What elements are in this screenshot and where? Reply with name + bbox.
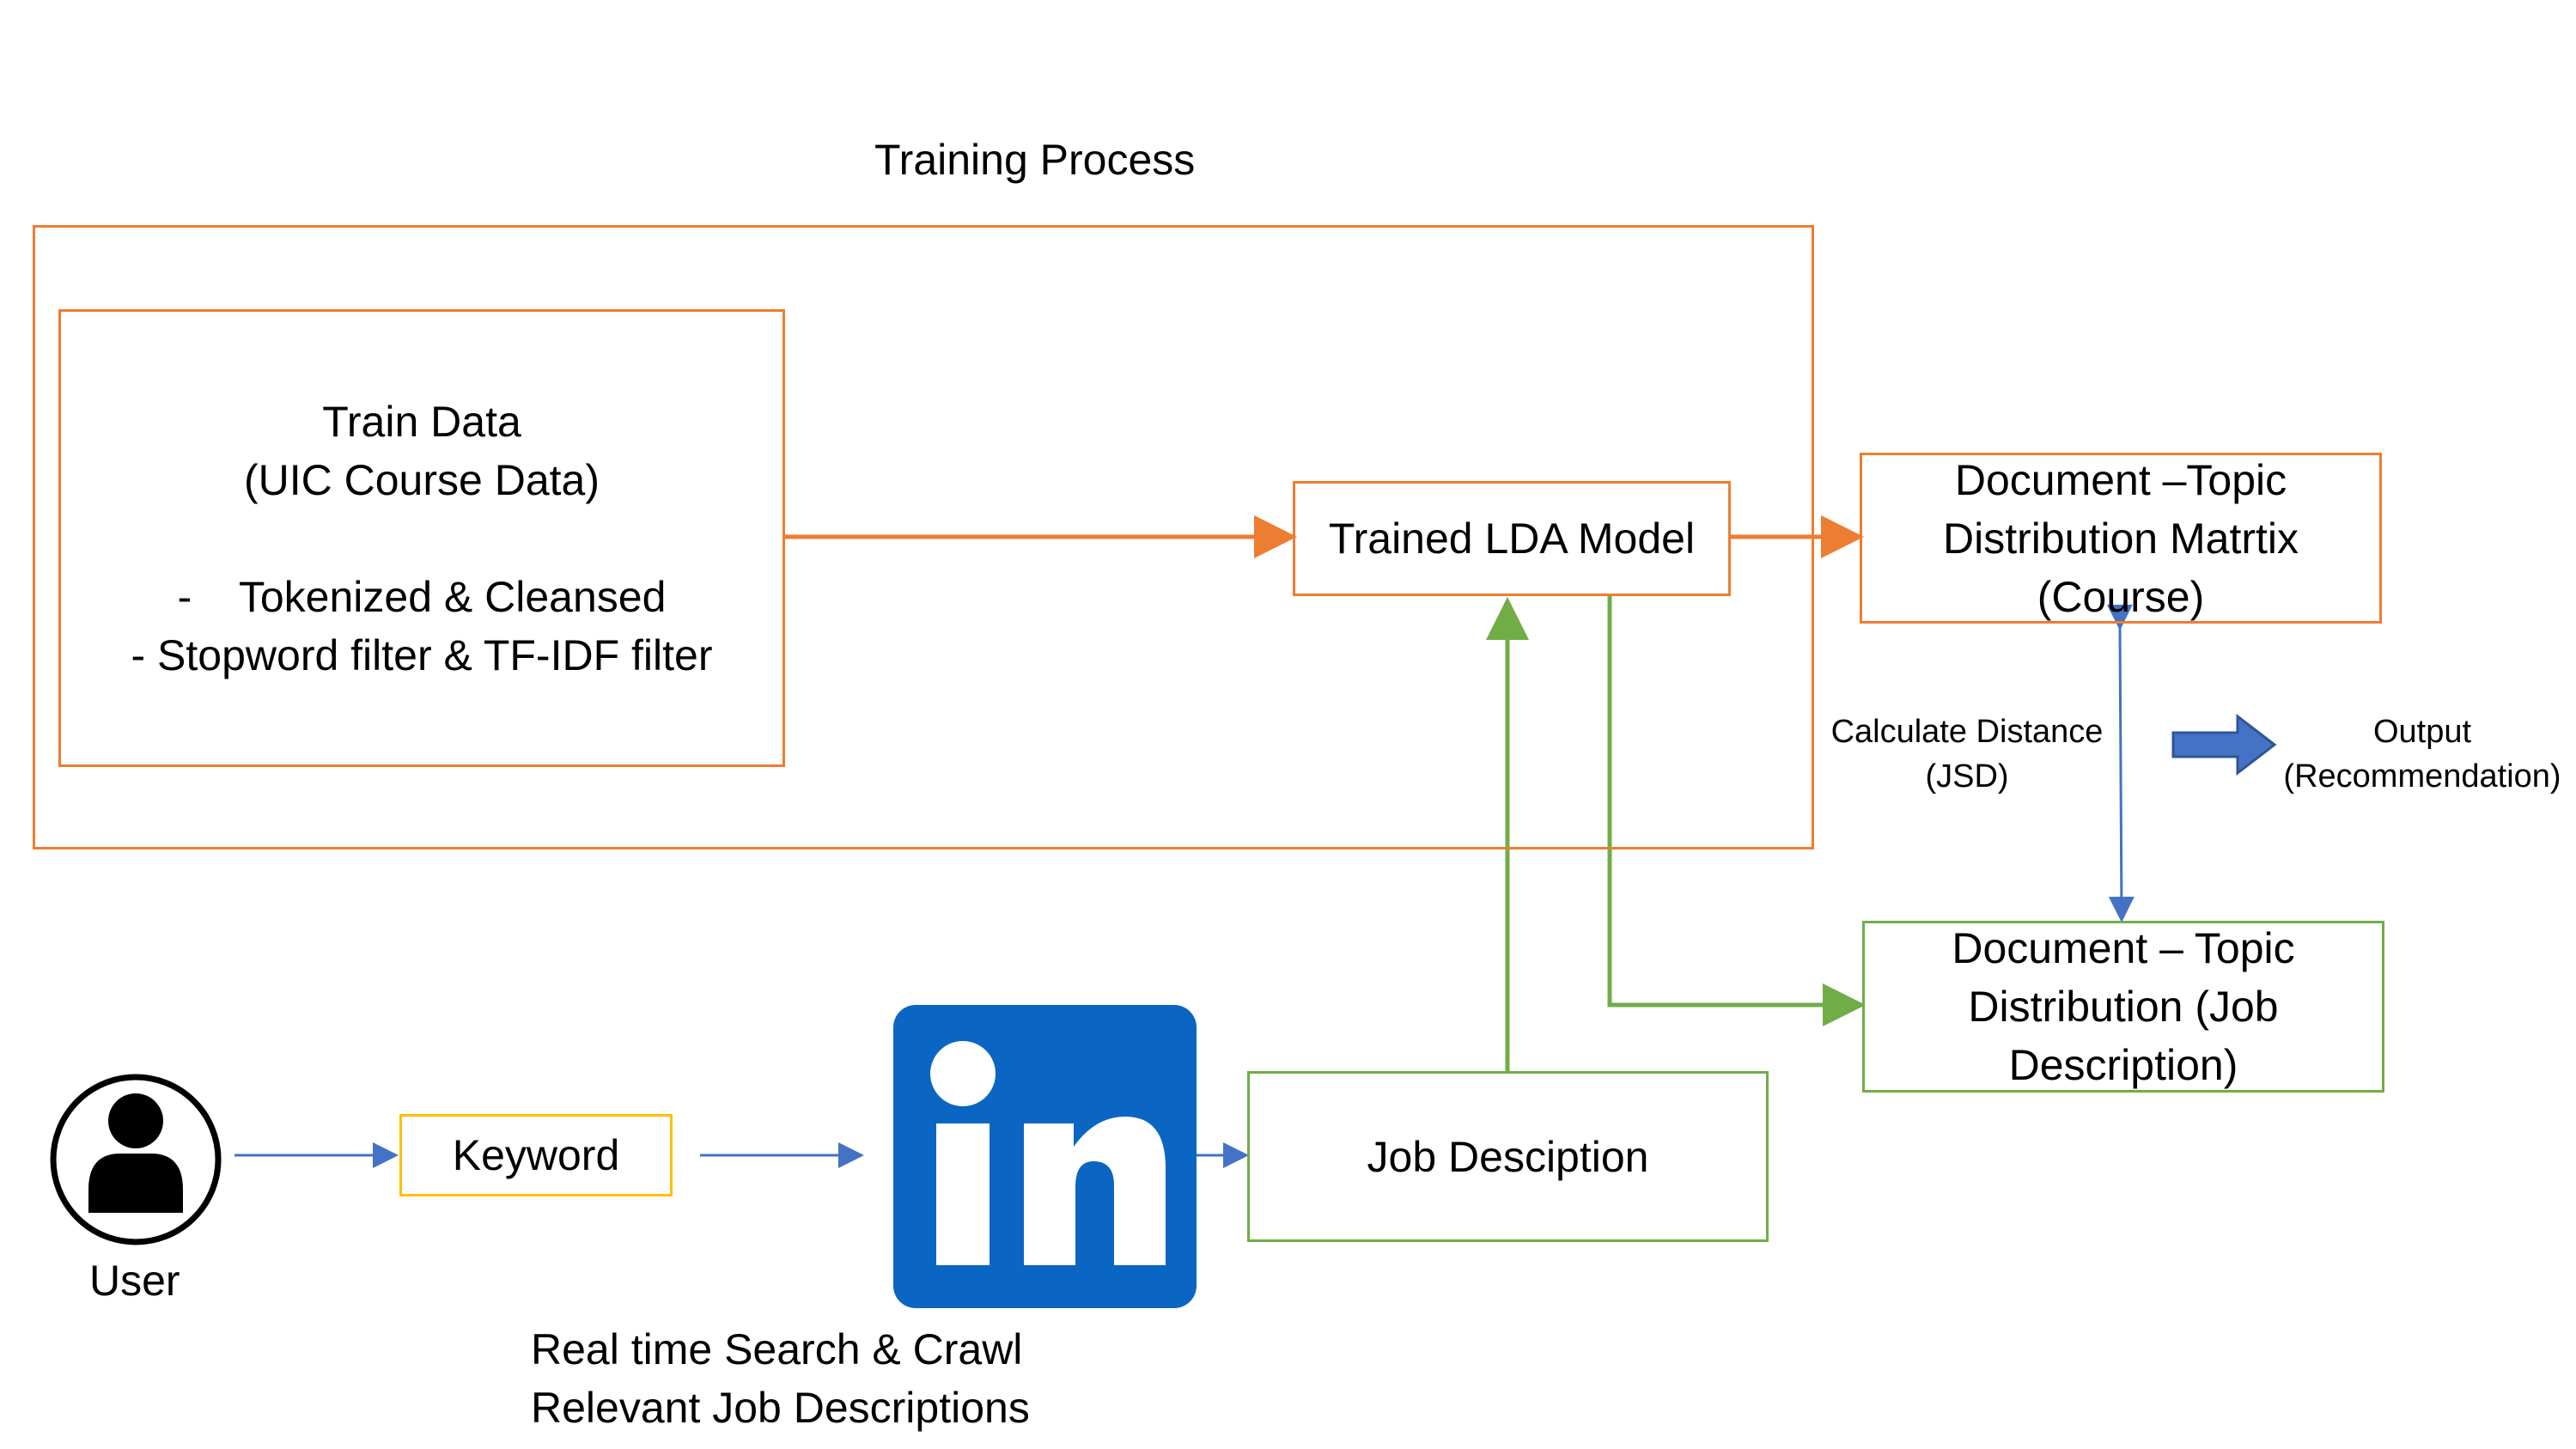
train-data-line-2: (UIC Course Data) xyxy=(243,455,600,504)
crawl-caption-line-2: Relevant Job Descriptions xyxy=(531,1384,1030,1432)
train-data-box: Train Data (UIC Course Data) - Tokenized… xyxy=(58,309,785,767)
train-data-line-1: Train Data xyxy=(322,397,521,446)
doc-topic-course-box: Document –Topic Distribution Matrtix (Co… xyxy=(1860,453,2382,624)
output-label: Output (Recommendation) xyxy=(2268,709,2576,799)
arrow-lda-to-doc-job xyxy=(1607,595,1866,1026)
training-process-label: Training Process xyxy=(874,136,1196,184)
user-icon xyxy=(50,1074,222,1245)
calculate-distance-label: Calculate Distance (JSD) xyxy=(1821,709,2113,799)
keyword-box: Keyword xyxy=(399,1114,673,1196)
output-line-1: Output xyxy=(2372,714,2472,750)
crawl-caption-line-1: Real time Search & Crawl xyxy=(531,1325,1023,1373)
output-line-2: (Recommendation) xyxy=(2283,758,2561,795)
doc-topic-course-line-3: (Course) xyxy=(2037,572,2205,621)
linkedin-logo xyxy=(893,1005,1197,1308)
doc-topic-course-line-1: Document –Topic xyxy=(1954,455,2287,504)
keyword-label: Keyword xyxy=(452,1131,620,1179)
train-data-line-5: - Stopword filter & TF-IDF filter xyxy=(131,630,713,679)
doc-topic-job-line-2: Distribution (Job xyxy=(1968,983,2279,1031)
block-arrow-right-icon xyxy=(2171,713,2277,776)
doc-topic-job-box: Document – Topic Distribution (Job Descr… xyxy=(1862,921,2384,1093)
train-data-line-3 xyxy=(131,509,713,568)
arrow-distance-bidirectional xyxy=(2106,604,2134,922)
user-label: User xyxy=(89,1257,180,1305)
doc-topic-job-line-1: Document – Topic xyxy=(1952,924,2295,972)
training-process-frame xyxy=(33,225,1814,849)
doc-topic-course-line-2: Distribution Matrtix xyxy=(1943,514,2299,563)
trained-lda-model-box: Trained LDA Model xyxy=(1293,481,1731,596)
calculate-distance-line-2: (JSD) xyxy=(1925,758,2009,795)
calculate-distance-line-1: Calculate Distance xyxy=(1830,714,2104,750)
crawl-caption: Real time Search & Crawl Relevant Job De… xyxy=(531,1320,1030,1437)
train-data-line-4: - Tokenized & Cleansed xyxy=(177,572,667,621)
job-description-box: Job Desciption xyxy=(1247,1071,1769,1242)
trained-lda-model-label: Trained LDA Model xyxy=(1328,514,1696,563)
job-description-label: Job Desciption xyxy=(1367,1132,1649,1181)
doc-topic-job-line-3: Description) xyxy=(2008,1041,2238,1089)
